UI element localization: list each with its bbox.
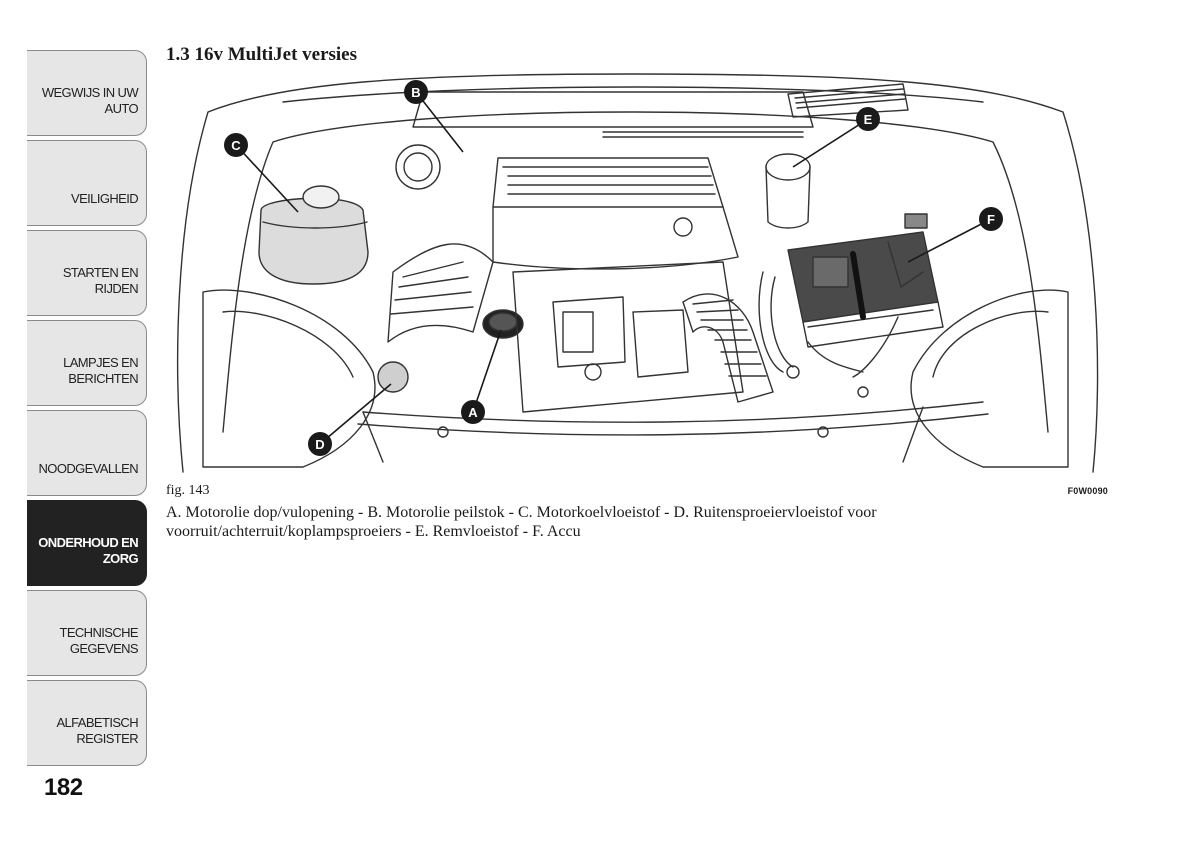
callout-b: B <box>404 80 428 104</box>
tab-starten-en-rijden[interactable]: STARTEN EN RIJDEN <box>27 230 147 316</box>
section-title: 1.3 16v MultiJet versies <box>166 44 358 65</box>
tab-noodgevallen[interactable]: NOODGEVALLEN <box>27 410 147 496</box>
tab-onderhoud-en-zorg[interactable]: ONDERHOUD EN ZORG <box>27 500 147 586</box>
tab-technische-gegevens[interactable]: TECHNISCHE GEGEVENS <box>27 590 147 676</box>
tab-label: WEGWIJS IN UW AUTO <box>41 85 139 116</box>
tab-wegwijs-in-uw-auto[interactable]: WEGWIJS IN UW AUTO <box>27 50 147 136</box>
engine-bay-illustration: B C E F A D <box>177 73 1099 473</box>
figure-caption: A. Motorolie dop/vulopening - B. Motorol… <box>166 504 877 540</box>
tab-label: NOODGEVALLEN <box>38 461 139 476</box>
figure-code: F0W0090 <box>1067 486 1108 496</box>
callout-d: D <box>308 432 332 456</box>
svg-text:A: A <box>468 405 478 420</box>
callout-a: A <box>461 400 485 424</box>
tab-alfabetisch-register[interactable]: ALFABETISCH REGISTER <box>27 680 147 766</box>
tab-label: ONDERHOUD EN ZORG <box>38 535 138 566</box>
tab-label: STARTEN EN RIJDEN <box>62 265 139 296</box>
page-number: 182 <box>44 774 83 801</box>
figure-label: fig. 143 <box>166 483 210 498</box>
tab-lampjes-en-berichten[interactable]: LAMPJES EN BERICHTEN <box>27 320 147 406</box>
svg-text:D: D <box>315 437 324 452</box>
svg-text:B: B <box>411 85 420 100</box>
callout-f: F <box>979 207 1003 231</box>
svg-text:E: E <box>864 112 873 127</box>
tab-label: VEILIGHEID <box>71 191 139 206</box>
svg-text:F: F <box>987 212 995 227</box>
tab-label: TECHNISCHE GEGEVENS <box>59 625 138 656</box>
callout-c: C <box>224 133 248 157</box>
tab-veiligheid[interactable]: VEILIGHEID <box>27 140 147 226</box>
svg-text:C: C <box>231 138 241 153</box>
tab-label: LAMPJES EN BERICHTEN <box>63 355 139 386</box>
callout-e: E <box>856 107 880 131</box>
tab-label: ALFABETISCH REGISTER <box>56 715 138 746</box>
